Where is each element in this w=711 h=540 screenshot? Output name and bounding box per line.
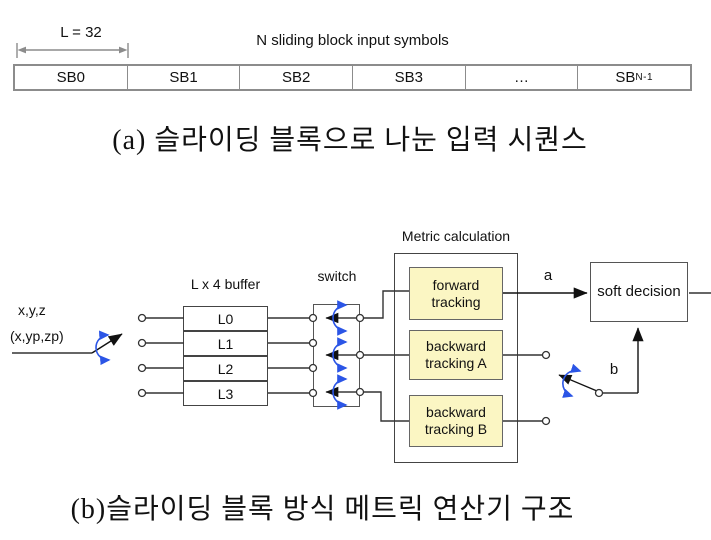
sliding-block-cell: SB3 — [353, 66, 466, 89]
figure-a-title: N sliding block input symbols — [256, 32, 449, 50]
output-b-switch — [558, 327, 644, 398]
sliding-block-cell-ellipsis: … — [465, 66, 579, 89]
caption-a: (a) 슬라이딩 블록으로 나눈 입력 시퀀스 — [112, 125, 588, 156]
buffer-row-l1: L1 — [183, 331, 268, 356]
buffer-row-l3: L3 — [183, 381, 268, 406]
metric-calculation-box — [394, 253, 518, 463]
rotation-arrow-icon — [95, 330, 111, 366]
metric-calculation-label: Metric calculation — [401, 227, 511, 244]
backward-tracking-a-module: backward tracking A — [409, 330, 503, 380]
forward-tracking-module: forward tracking — [409, 267, 503, 320]
output-b-label: b — [609, 361, 619, 379]
switch-box — [313, 304, 360, 407]
sliding-block-cell: SB1 — [127, 66, 241, 89]
buffer-row-l2: L2 — [183, 356, 268, 381]
caption-b: (b)슬라이딩 블록 방식 메트릭 연산기 구조 — [70, 494, 575, 525]
soft-decision-box: soft decision — [590, 262, 688, 322]
last-block-subscript: N-1 — [635, 72, 654, 83]
switch-label: switch — [317, 267, 357, 284]
input-signal-alt-label: (x,yp,zp) — [10, 328, 64, 344]
sliding-block-cell: SB2 — [240, 66, 354, 89]
length-label: L = 32 — [60, 24, 102, 42]
output-a-label: a — [543, 267, 553, 285]
sliding-block-cell: SB0 — [15, 66, 128, 89]
input-signal-label: x,y,z — [18, 302, 46, 318]
rotation-arrow-icon — [562, 363, 582, 398]
buffer-label: L x 4 buffer — [190, 275, 261, 292]
backward-tracking-b-module: backward tracking B — [409, 395, 503, 447]
buffer-row-l0: L0 — [183, 306, 268, 331]
last-block-base: SB — [615, 69, 636, 86]
